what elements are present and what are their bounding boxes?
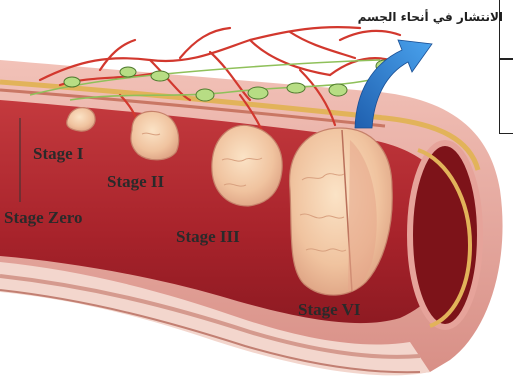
tumor-stage-two (131, 111, 179, 159)
label-stage-zero: Stage Zero (4, 208, 83, 228)
lymph-node (120, 67, 136, 77)
label-stage-one: Stage I (33, 144, 84, 164)
tumor-stage-three (212, 125, 282, 206)
table-fragment-row (499, 58, 513, 60)
label-stage-four: Stage VI (298, 300, 361, 320)
lymph-node (329, 84, 347, 96)
lymph-node (196, 89, 214, 101)
spread-caption: الانتشار في أنحاء الجسم (358, 10, 503, 24)
lymph-node (151, 71, 169, 81)
lymph-node (287, 83, 305, 93)
label-stage-three: Stage III (176, 227, 240, 247)
lymph-node (64, 77, 80, 87)
lymph-node (248, 87, 268, 99)
label-stage-two: Stage II (107, 172, 164, 192)
